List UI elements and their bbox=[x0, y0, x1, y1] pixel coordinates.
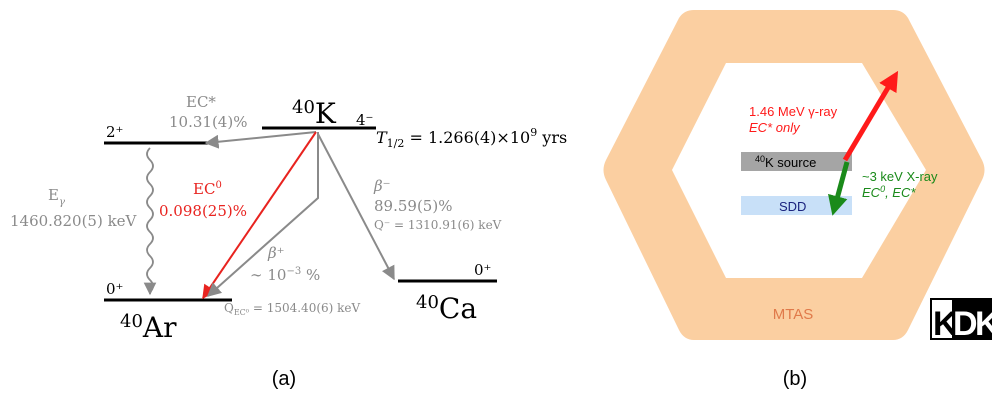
beta-minus-value: 89.59(5)% bbox=[374, 197, 452, 215]
k40-source-label: 40K source bbox=[755, 154, 816, 170]
mtas-label: MTAS bbox=[773, 306, 814, 323]
beta-plus-value: ∼ 10−3 % bbox=[250, 266, 320, 284]
beta-minus-q: Q⁻ = 1310.91(6) keV bbox=[374, 218, 502, 232]
k40-spin: 4⁻ bbox=[356, 111, 373, 129]
beta-minus-label: β⁻ bbox=[373, 177, 391, 195]
ca40-label: 40Ca bbox=[416, 292, 477, 325]
gamma-value: 1460.820(5) keV bbox=[10, 212, 138, 230]
svg-text:K: K bbox=[933, 305, 958, 343]
ec-zero-arrow bbox=[202, 131, 317, 300]
ca40-ground-spin: 0⁺ bbox=[474, 261, 491, 279]
gamma-label: Eγ bbox=[48, 186, 65, 208]
caption-b: (b) bbox=[783, 368, 807, 390]
gamma-ray-label: 1.46 MeV γ-ray bbox=[749, 104, 838, 119]
svg-text:D: D bbox=[953, 305, 978, 343]
ar40-excited-spin: 2⁺ bbox=[106, 123, 123, 141]
gamma-arrow bbox=[143, 147, 157, 296]
beta-plus-label: β⁺ bbox=[267, 244, 285, 262]
xray-label: ~3 keV X-ray bbox=[862, 169, 938, 184]
decay-scheme-panel: 40K 4⁻ T1/2 = 1.266(4)×109 yrs 40Ar 40Ca… bbox=[10, 93, 567, 390]
gamma-ray-note: EC* only bbox=[749, 120, 801, 135]
half-life: T1/2 = 1.266(4)×109 yrs bbox=[376, 126, 567, 150]
detector-schematic-panel: MTAS 40K source SDD 1.46 MeV γ-ray EC* o… bbox=[603, 10, 992, 390]
beta-plus-arrow bbox=[206, 132, 319, 297]
beta-minus-arrow bbox=[317, 133, 395, 281]
sdd-box bbox=[741, 196, 852, 215]
q-ec-zero: QEC⁰ = 1504.40(6) keV bbox=[224, 301, 361, 317]
caption-a: (a) bbox=[272, 368, 296, 390]
xray-note: EC0, EC* bbox=[862, 184, 916, 200]
ec-star-arrow bbox=[204, 131, 317, 149]
sdd-label: SDD bbox=[779, 199, 806, 214]
k40-source-box bbox=[741, 152, 852, 171]
k40-label: 40K bbox=[292, 97, 337, 130]
svg-text:K: K bbox=[975, 305, 992, 343]
ec-zero-value: 0.098(25)% bbox=[159, 202, 247, 220]
gamma-ray-arrow bbox=[842, 70, 899, 162]
ec-zero-label: EC0 bbox=[193, 180, 222, 198]
ec-star-value: 10.31(4)% bbox=[169, 113, 247, 131]
kdk-logo: K D K bbox=[930, 298, 992, 343]
ar40-label: 40Ar bbox=[120, 311, 177, 344]
ec-star-label: EC* bbox=[186, 93, 216, 111]
xray-arrow bbox=[828, 161, 850, 216]
ar40-ground-spin: 0⁺ bbox=[106, 280, 123, 298]
